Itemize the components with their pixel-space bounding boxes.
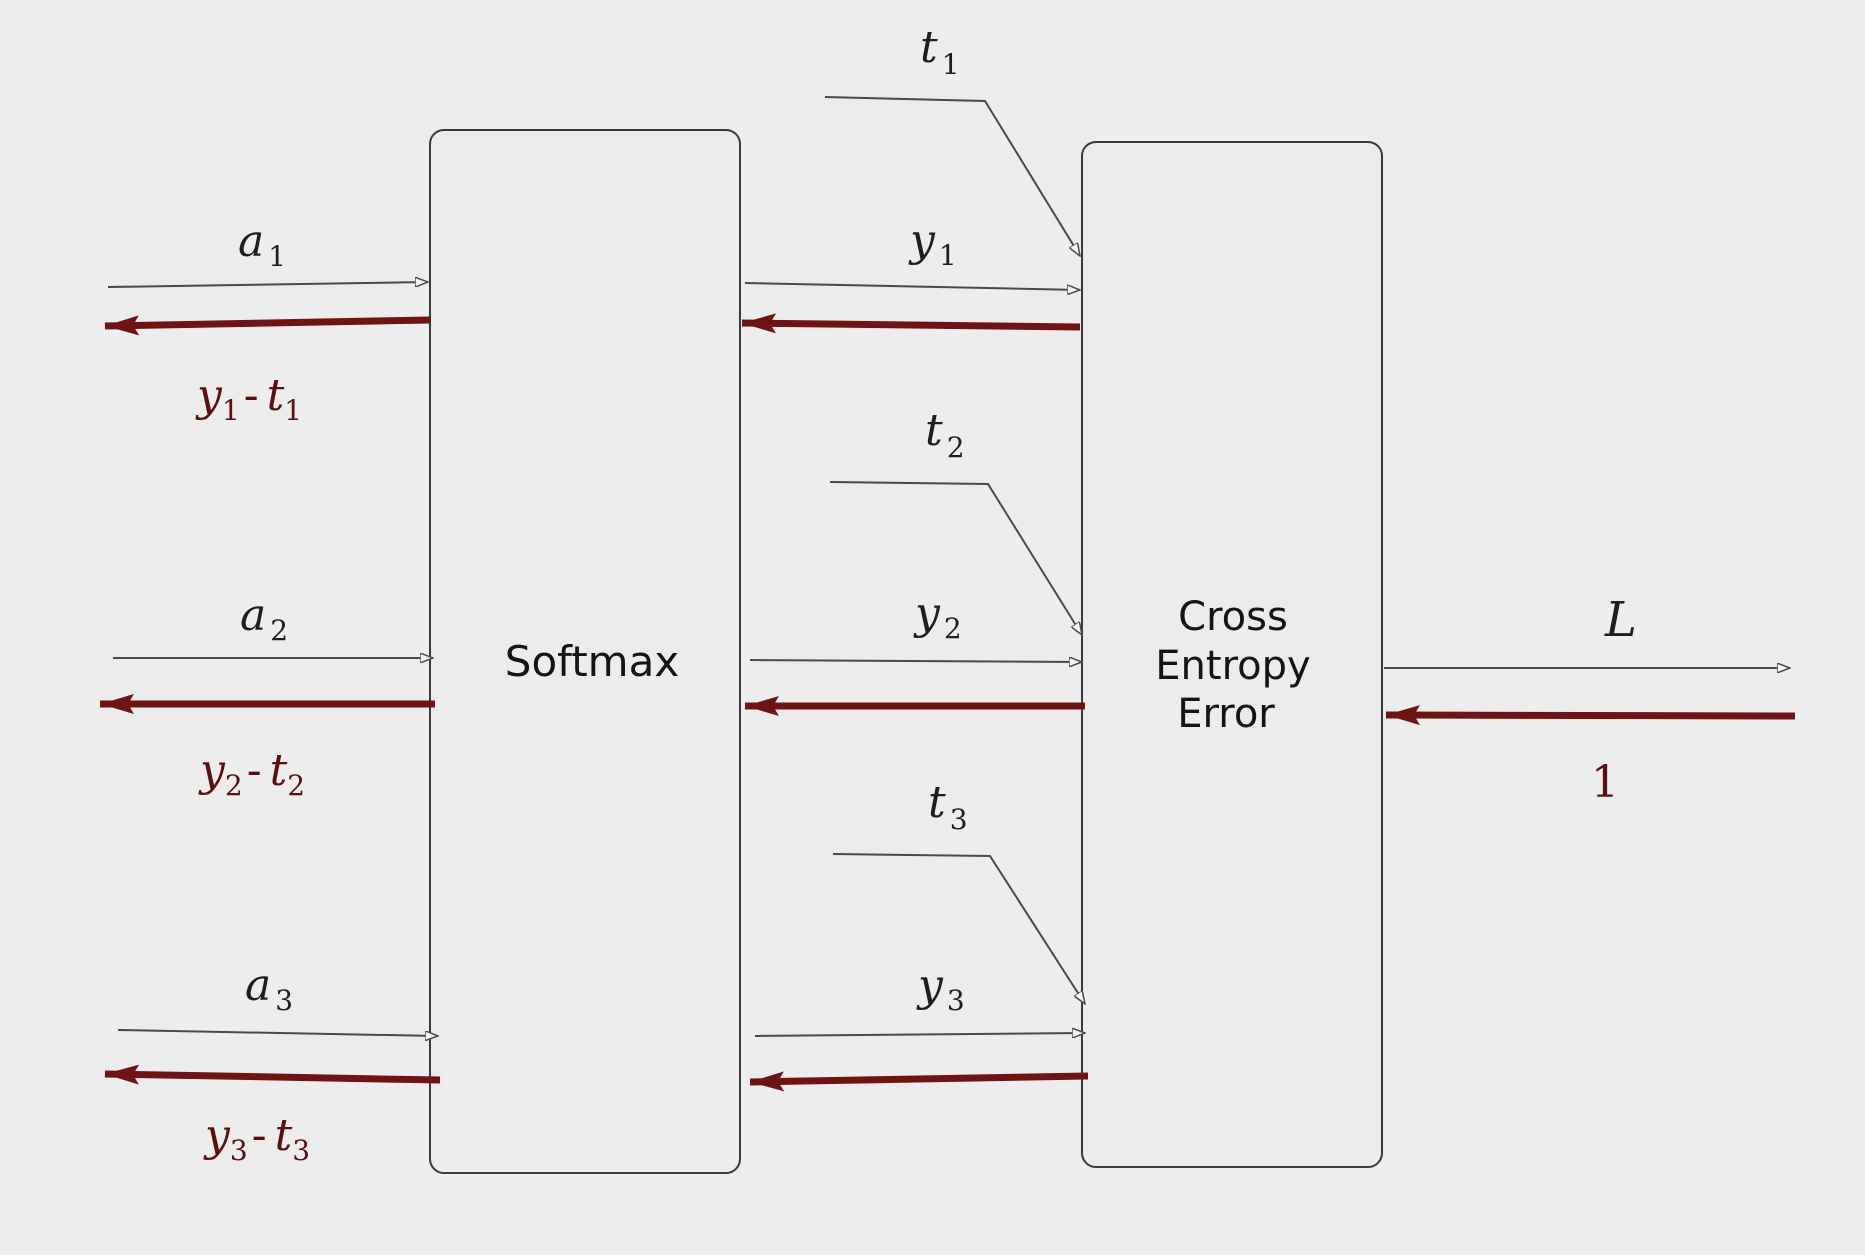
label-y2-minus-t2: y2-t2 [198,745,305,802]
target-t3-arrow [832,853,1085,1004]
gradient-1-arrow [104,315,431,336]
gradient-3-arrow [104,1064,441,1085]
softmax-box [429,129,741,1174]
grad-y3-arrow [749,1071,1089,1092]
grad-y1-arrow [741,313,1081,334]
target-t1-arrow [824,96,1080,256]
softmax-label: Softmax [505,637,679,686]
loss-gradient-arrow [1385,705,1796,726]
label-y3-minus-t3: y3-t3 [203,1110,310,1167]
output-y2-arrow [749,660,1082,662]
cross-entropy-error-box [1081,141,1383,1168]
label-y1-minus-t1: y1-t1 [195,370,302,427]
target-t2-arrow [829,481,1082,635]
label-loss: L [1604,592,1637,648]
output-y3-arrow [754,1033,1085,1036]
cee-label-line2: Entropy [1155,643,1310,689]
label-loss-gradient: 1 [1591,757,1619,808]
input-a3-arrow [117,1029,438,1036]
output-y1-arrow [744,282,1080,290]
cee-label-line1: Cross [1178,594,1288,640]
input-a1-arrow [107,282,428,288]
cee-label-line3: Error [1177,691,1275,737]
